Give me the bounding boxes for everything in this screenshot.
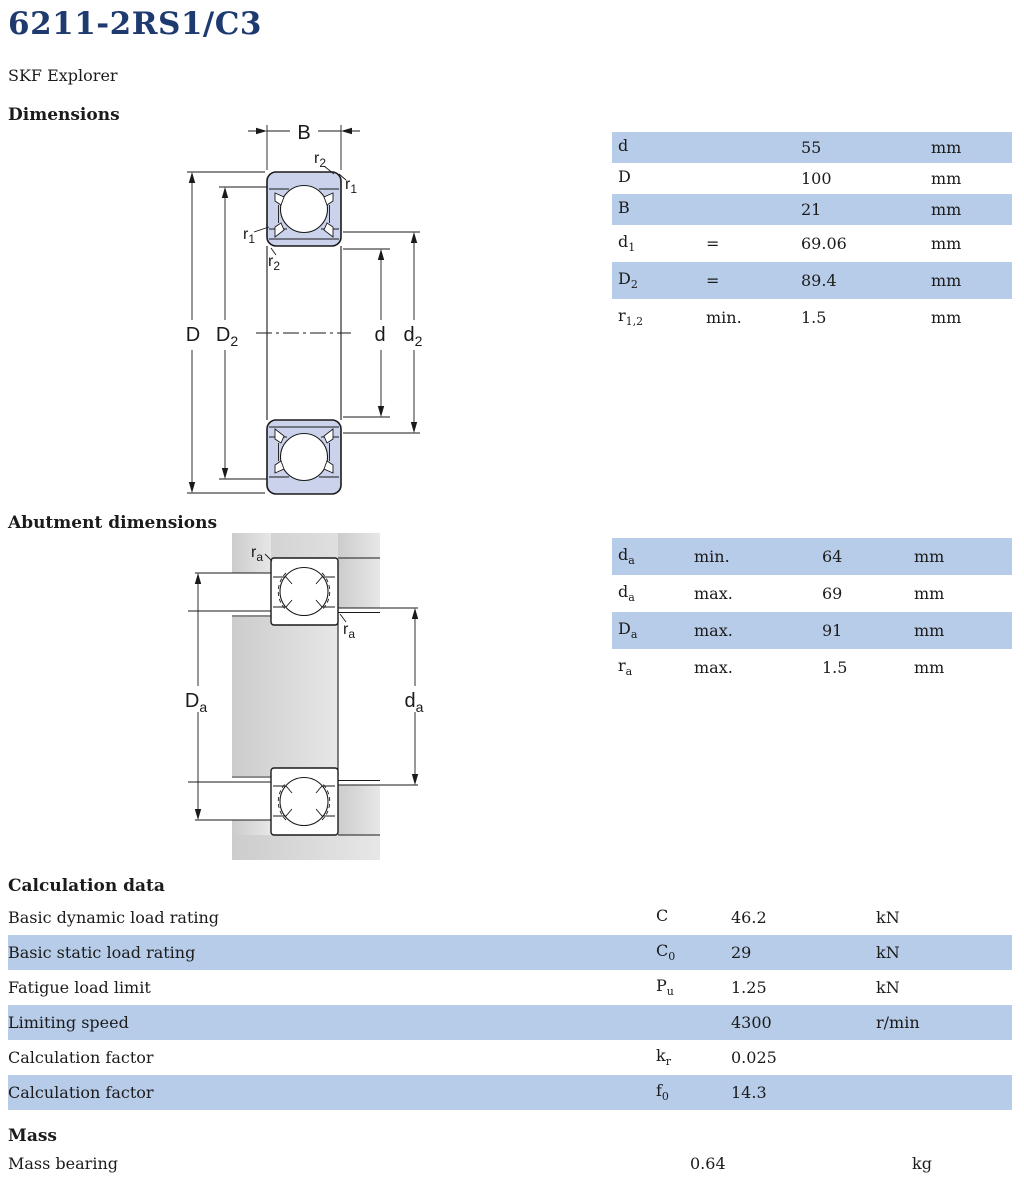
label-ra-mid: ra [343, 621, 355, 641]
bearing-cross-section-top [266, 171, 342, 247]
table-row: D2 = 89.4 mm [612, 262, 1012, 299]
table-row: Basic static load rating C0 29 kN [8, 935, 1012, 970]
dimensions-heading: Dimensions [8, 105, 120, 125]
abutment-heading: Abutment dimensions [8, 513, 218, 533]
label-d: d [374, 324, 385, 346]
label-d2: d2 [404, 324, 423, 349]
label-r1-top-right: r1 [345, 176, 357, 196]
table-row: B 21 mm [612, 194, 1012, 225]
bearing-cross-section-mounted [270, 557, 339, 626]
bearing-dimensions-drawing: B r2 r1 r1 r2 D D2 d d2 [186, 122, 423, 495]
table-row: d1 = 69.06 mm [618, 232, 962, 255]
table-row: Basic dynamic load rating C 46.2 kN [8, 906, 900, 927]
page-title: 6211-2RS1/C3 [8, 6, 262, 42]
mass-heading: Mass [8, 1126, 57, 1146]
calculation-table: Basic dynamic load rating C 46.2 kN Basi… [8, 900, 1012, 1110]
dimensions-table: d 55 mm D 100 mm B 21 mm d1 = 69.06 mm D… [612, 132, 1012, 336]
table-row: r1,2 min. 1.5 mm [618, 306, 962, 329]
label-Da: Da [185, 690, 207, 715]
table-row: d 55 mm [612, 132, 1012, 163]
table-row: da min. 64 mm [612, 538, 1012, 575]
label-r2-left: r2 [268, 253, 280, 273]
ball [279, 566, 329, 617]
table-row: Fatigue load limit Pu 1.25 kN [8, 976, 900, 999]
table-row: Da max. 91 mm [612, 612, 1012, 649]
table-row: Mass bearing 0.64 kg [8, 1153, 932, 1173]
label-B: B [297, 122, 310, 144]
ball [279, 184, 329, 234]
label-da: da [405, 690, 424, 715]
label-r2-top: r2 [314, 150, 326, 170]
product-line-label: SKF Explorer [8, 66, 118, 85]
abutment-dimensions-drawing: ra ra Da da [185, 533, 424, 860]
abutment-table: da min. 64 mm da max. 69 mm Da max. 91 m… [612, 538, 1012, 686]
table-row: D 100 mm [618, 167, 962, 188]
label-ra-top: ra [251, 544, 263, 564]
label-D2: D2 [216, 324, 238, 349]
table-row: Limiting speed 4300 r/min [8, 1005, 1012, 1040]
table-row: da max. 69 mm [618, 582, 945, 605]
table-row: Calculation factor f0 14.3 [8, 1075, 1012, 1110]
calculation-heading: Calculation data [8, 876, 165, 896]
label-r1-left: r1 [243, 226, 255, 246]
seal-left [274, 192, 285, 238]
housing-and-shaft [232, 533, 380, 860]
label-D: D [186, 324, 200, 346]
table-row: Calculation factor kr 0.025 [8, 1046, 777, 1069]
table-row: ra max. 1.5 mm [618, 656, 945, 679]
seal-right [323, 192, 334, 238]
mass-table: Mass bearing 0.64 kg [8, 1148, 1012, 1178]
